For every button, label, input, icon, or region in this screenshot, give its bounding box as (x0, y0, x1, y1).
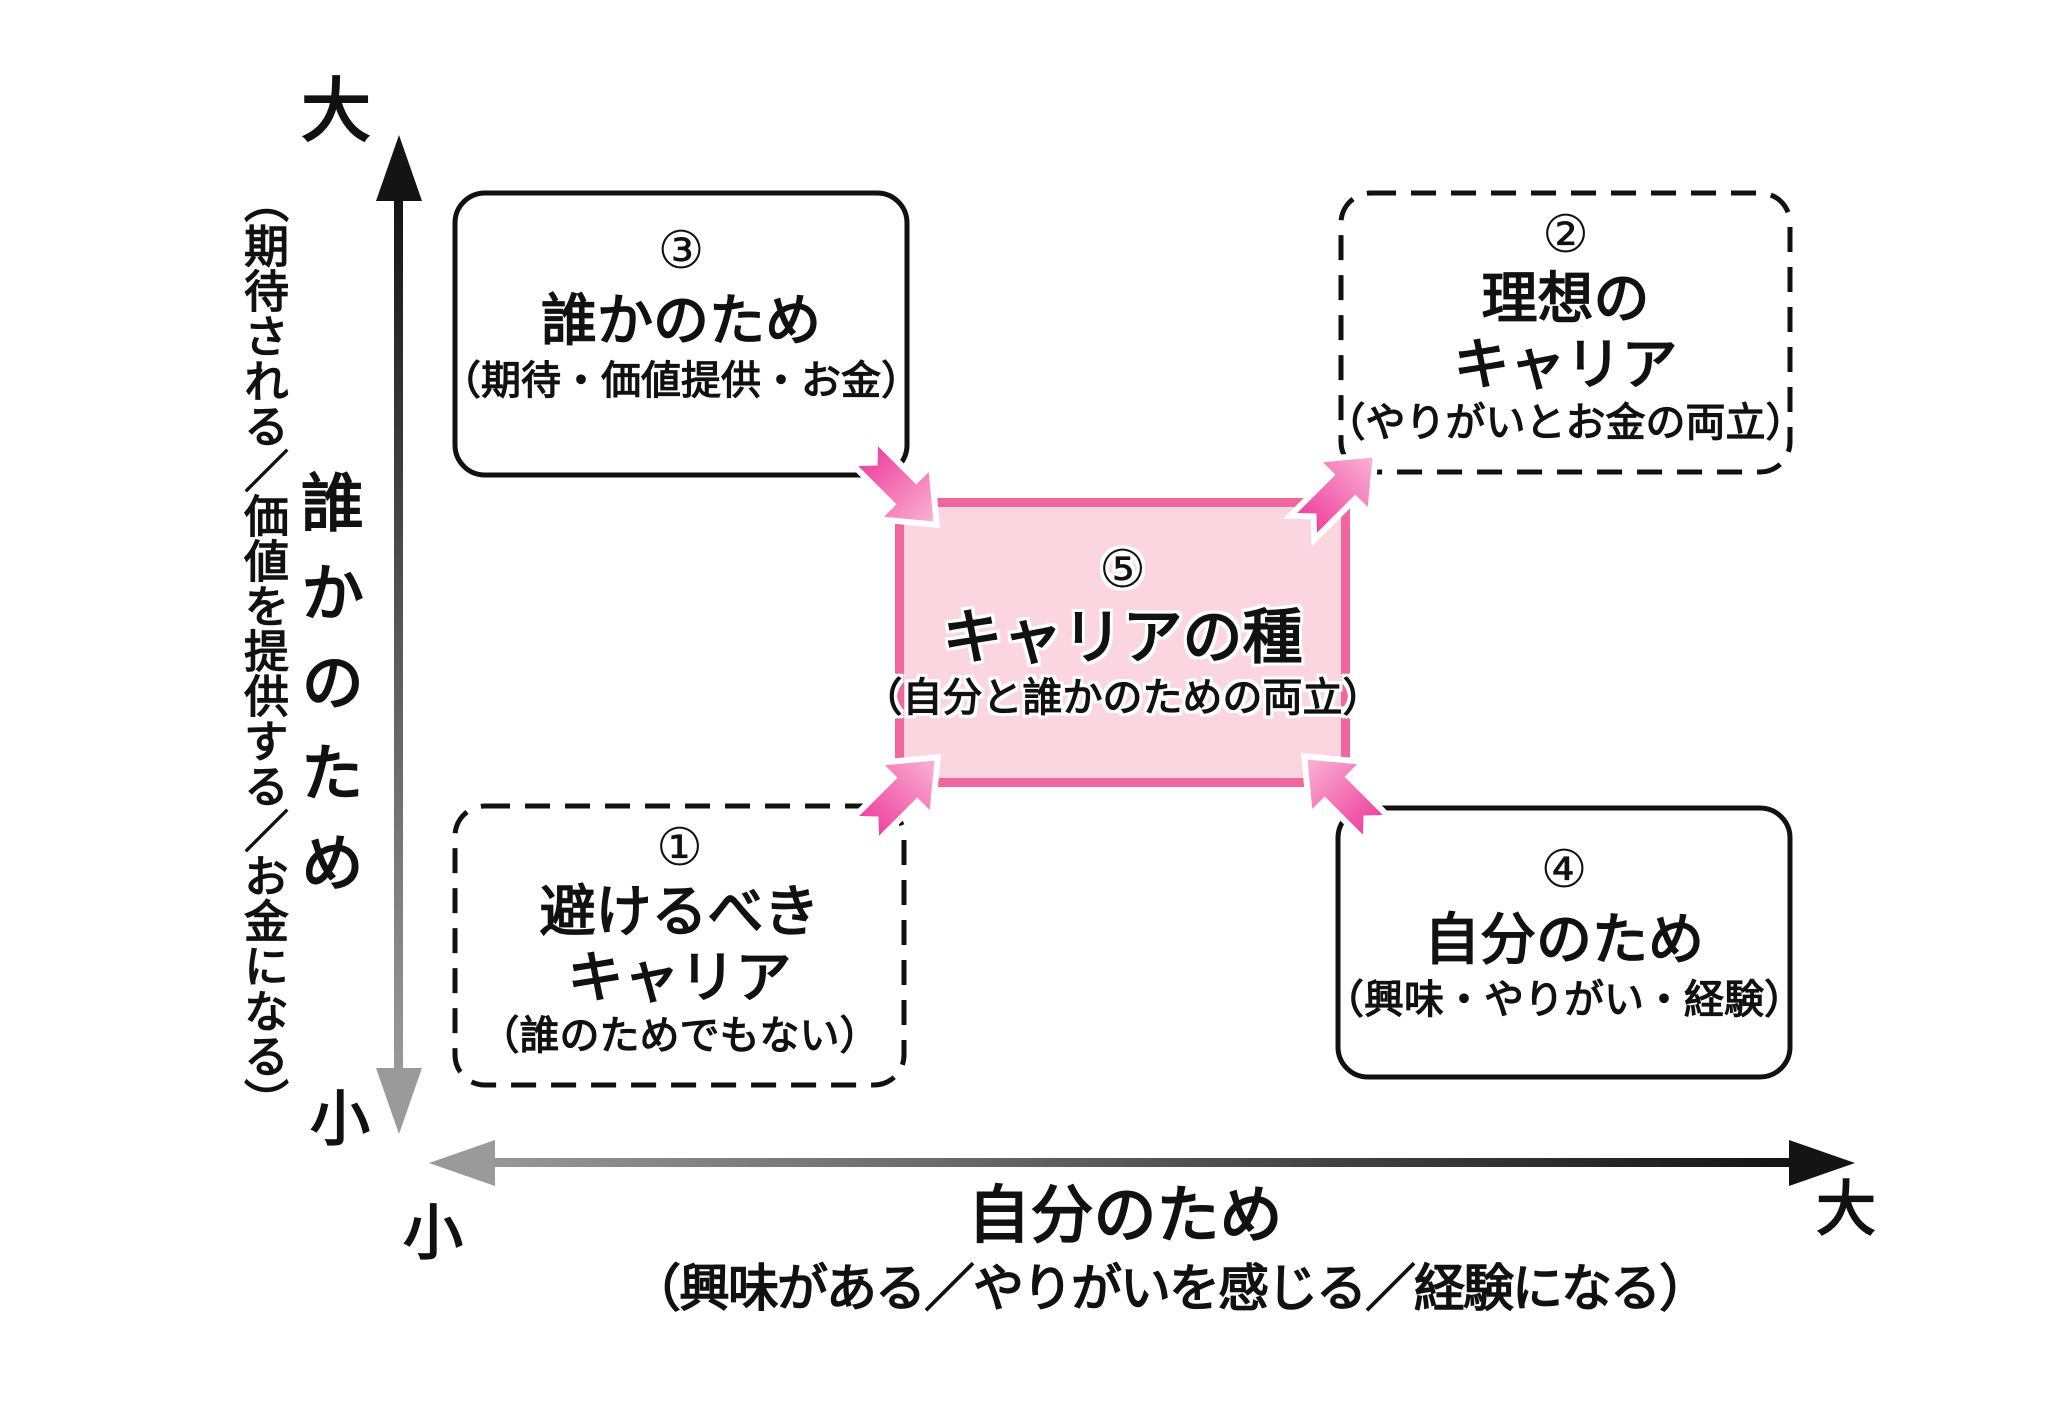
x-axis-min-label: 小 (403, 1200, 463, 1267)
arrow-down-right-icon (844, 432, 941, 529)
box-number: ③ (657, 222, 705, 280)
y-axis-title: 誰かのため (292, 470, 362, 920)
box-number: ① (656, 819, 703, 877)
box-for-myself: ④ 自分のため （興味・やりがい・経験） (1324, 805, 1804, 1080)
y-axis-up-arrowhead-icon (376, 135, 422, 201)
box-subtitle: （誰のためでもない） (479, 1013, 880, 1058)
y-axis-min-label: 小 (310, 1086, 370, 1153)
box-number: ④ (1540, 841, 1588, 899)
box-seed-of-career: ⑤ キャリアの種 （自分と誰かのための両立） (863, 498, 1383, 787)
box-number: ⑤ (1099, 541, 1146, 599)
box-title-line2: キャリア (567, 946, 792, 1010)
box-career-to-avoid: ① 避けるべき キャリア （誰のためでもない） (452, 803, 907, 1088)
y-axis-max-label: 大 (301, 72, 371, 150)
box-title-line1: 避けるべき (539, 879, 820, 943)
box-subtitle: （自分と誰かのための両立） (862, 676, 1383, 721)
x-axis-line (462, 1158, 1794, 1167)
x-axis-max-label: 大 (1816, 1176, 1876, 1243)
arrow-up-left-icon (1300, 752, 1397, 849)
box-title-line2: キャリア (1453, 333, 1678, 397)
box-subtitle: （やりがいとお金の両立） (1325, 400, 1806, 445)
y-axis-line (394, 198, 403, 1070)
arrow-up-right-icon (1283, 450, 1380, 547)
box-solid-frame (452, 190, 910, 478)
y-axis-down-arrowhead-icon (376, 1068, 422, 1134)
box-subtitle: （興味・やりがい・経験） (1324, 978, 1804, 1023)
x-axis-right-arrowhead-icon (1789, 1140, 1855, 1186)
box-ideal-career: ② 理想の キャリア （やりがいとお金の両立） (1326, 190, 1806, 475)
box-subtitle: （期待・価値提供・お金） (441, 359, 921, 404)
box-for-someone: ③ 誰かのため （期待・価値提供・お金） (441, 190, 921, 478)
arrow-up-right-icon (845, 753, 942, 850)
box-title: キャリアの種 (942, 603, 1303, 671)
x-axis-annotation: （興味がある／やりがいを感じる／経験になる） (630, 1260, 1710, 1317)
box-title-line1: 理想の (1481, 266, 1650, 330)
box-title: 自分のため (1424, 907, 1704, 971)
x-axis-title: 自分のため (967, 1181, 1283, 1251)
box-dashed-frame (452, 803, 907, 1088)
box-title: 誰かのため (541, 288, 821, 352)
box-number: ② (1542, 206, 1589, 264)
y-axis-annotation: （期待される／価値を提供する／お金になる） (237, 178, 288, 1123)
box-dashed-frame (1338, 190, 1793, 475)
x-axis-left-arrowhead-icon (429, 1140, 495, 1186)
box-solid-frame (1335, 805, 1793, 1080)
